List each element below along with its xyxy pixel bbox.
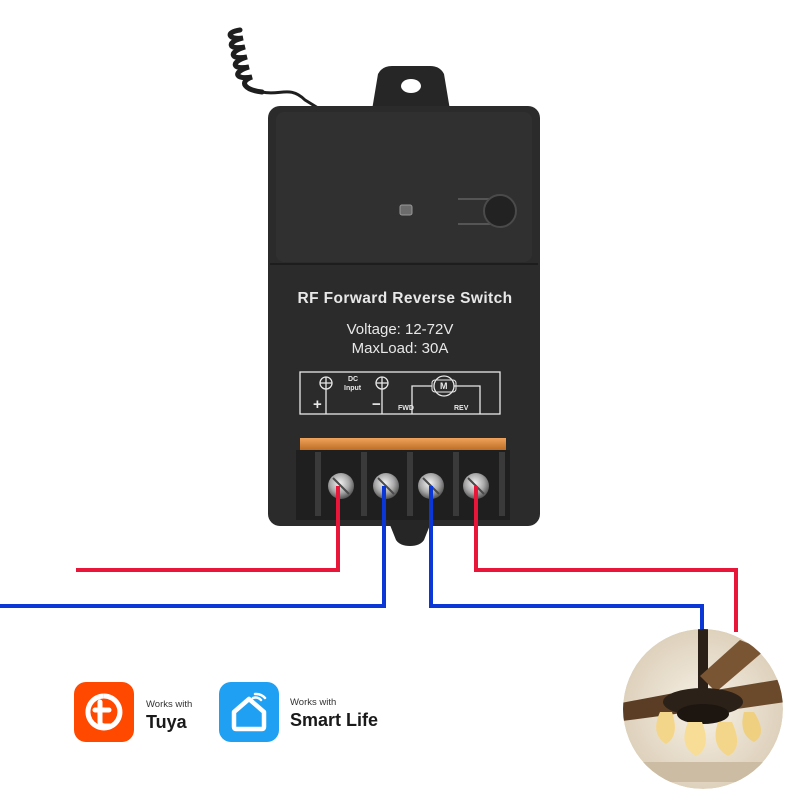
- tuya-brand: Tuya: [146, 712, 187, 732]
- maxload-spec: MaxLoad: 30A: [351, 340, 449, 357]
- device-title: RF Forward Reverse Switch: [297, 290, 513, 307]
- diagram-fwd-label: FWD: [398, 405, 414, 412]
- smart-life-home-icon: [219, 682, 279, 742]
- wire-motor-fwd: [429, 486, 704, 640]
- mounting-hole: [401, 79, 421, 93]
- tuya-logo-icon: [74, 682, 134, 742]
- diagram-plus-sign: +: [313, 396, 322, 413]
- diagram-input-label: Input: [344, 385, 362, 392]
- smart-life-works-with: Works with: [290, 697, 337, 708]
- diagram-rev-label: REV: [454, 405, 469, 412]
- wire-motor-rev: [474, 486, 738, 632]
- wire-positive-input: [76, 486, 340, 572]
- diagram-dc-label: DC: [348, 376, 359, 383]
- diagram-motor-label: M: [440, 381, 448, 391]
- antenna: [227, 27, 320, 110]
- wire-negative-input: [0, 486, 386, 608]
- voltage-spec: Voltage: 12-72V: [346, 321, 454, 338]
- learn-button: [458, 194, 517, 228]
- ceiling-fan-image: [623, 629, 783, 789]
- smart-life-brand: Smart Life: [290, 710, 379, 730]
- indicator-led: [399, 204, 413, 216]
- wires: [0, 486, 738, 640]
- tuya-works-with: Works with: [146, 699, 193, 710]
- wiring-diagram: [299, 371, 501, 415]
- diagram-minus-sign: −: [372, 396, 381, 413]
